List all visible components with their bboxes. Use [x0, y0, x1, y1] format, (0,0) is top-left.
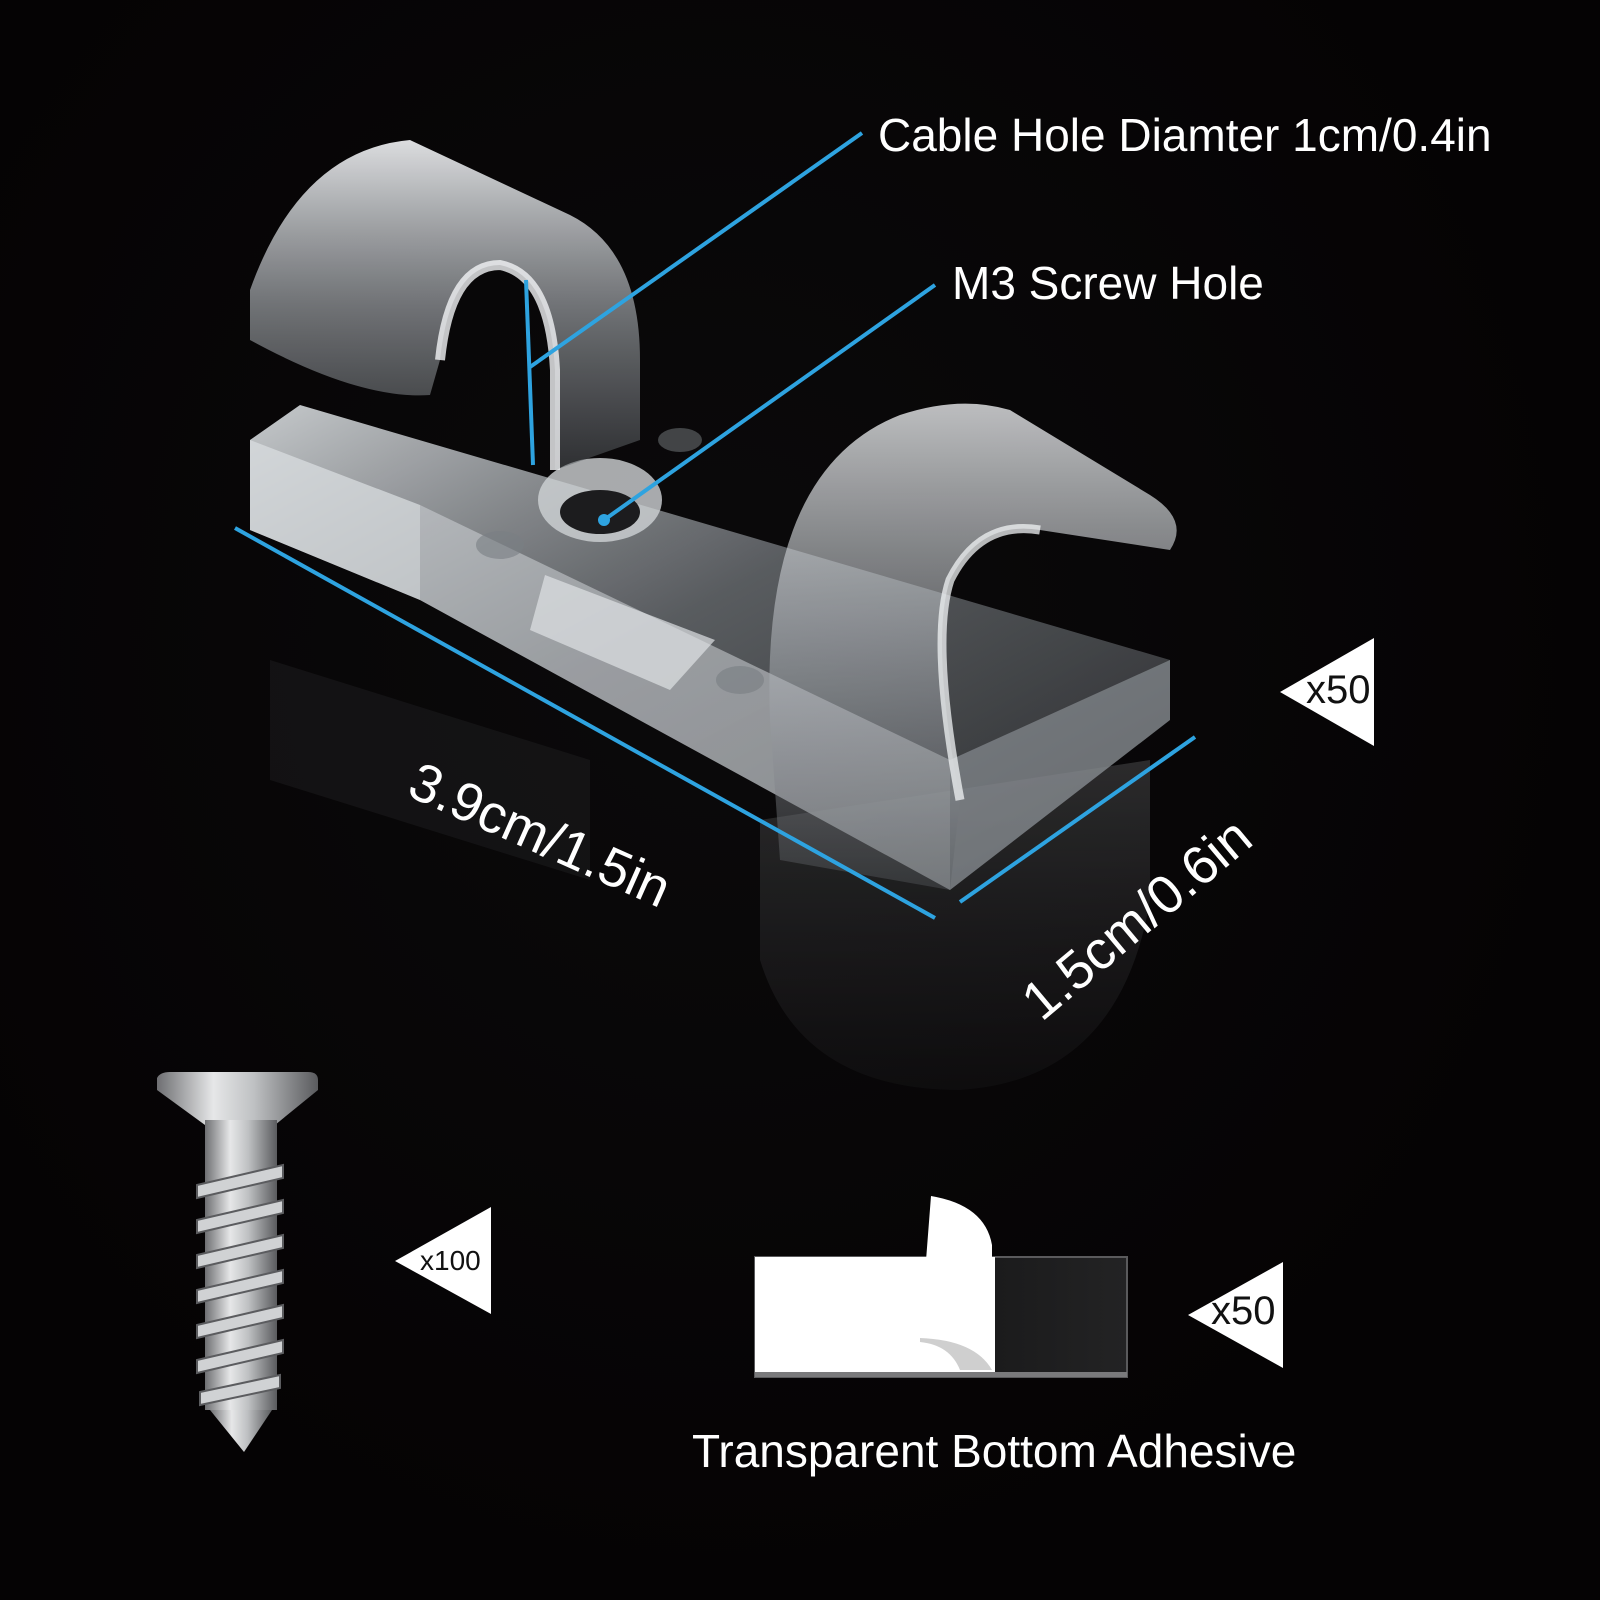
adhesive-pad-illustration	[754, 1196, 1128, 1378]
adhesive-label: Transparent Bottom Adhesive	[692, 1425, 1297, 1477]
screw-illustration	[157, 1072, 318, 1452]
screw-hole-callout: M3 Screw Hole	[952, 257, 1264, 309]
cable-hole-leader	[528, 131, 864, 369]
cable-clip	[250, 140, 1177, 890]
length-dimension-line	[234, 526, 936, 920]
cable-hole-callout: Cable Hole Diamter 1cm/0.4in	[878, 109, 1492, 161]
triangle-badge-icon	[1280, 638, 1374, 746]
clip-quantity-badge: x50	[1280, 638, 1374, 746]
triangle-badge-icon	[1188, 1262, 1283, 1368]
cable-hole-diameter-line	[524, 279, 535, 466]
screw-hole-marker-dot	[598, 514, 610, 526]
screw-quantity-badge: x100	[395, 1207, 491, 1314]
annotation-lines	[234, 131, 1197, 920]
adhesive-quantity: x50	[1211, 1289, 1276, 1333]
screw-hole-leader	[602, 283, 937, 522]
adhesive-quantity-badge: x50	[1188, 1262, 1283, 1368]
clip-quantity: x50	[1306, 668, 1371, 712]
screw-quantity: x100	[420, 1245, 481, 1276]
triangle-badge-icon	[395, 1207, 491, 1314]
width-dimension-line	[958, 735, 1197, 904]
